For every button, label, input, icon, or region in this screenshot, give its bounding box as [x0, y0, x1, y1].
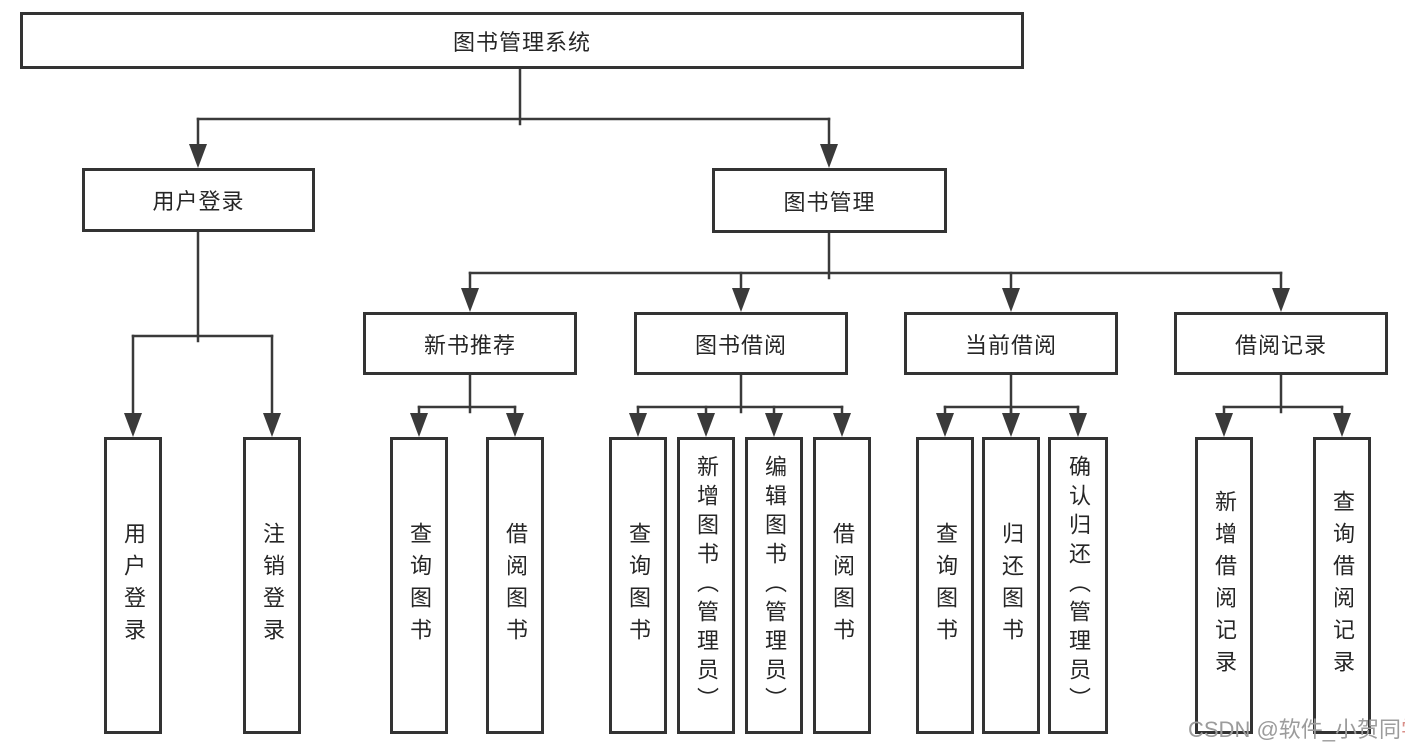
leaf-edit-books-admin: 编辑图书（管理员） [745, 437, 803, 734]
node-label: 当前借阅 [964, 332, 1057, 358]
node-label: 用户登录 [152, 189, 245, 214]
node-label: 图书管理 [783, 189, 876, 215]
watermark-text: CSDN @软件_小贺同 [1188, 717, 1402, 742]
leaf-query-borrow-record: 查询借阅记录 [1313, 437, 1371, 734]
node-label: 图书管理系统 [452, 29, 591, 55]
leaf-return-books: 归还图书 [982, 437, 1040, 734]
leaf-query-books-borrowing: 查询图书 [609, 437, 667, 734]
csdn-watermark: CSDN @软件_小贺同学 [1188, 712, 1405, 744]
node-user-login: 用户登录 [82, 168, 315, 232]
leaf-logout: 注销登录 [243, 437, 301, 734]
node-book-management: 图书管理 [712, 168, 947, 233]
leaf-confirm-return-admin: 确认归还（管理员） [1048, 437, 1108, 734]
node-label: 图书借阅 [694, 332, 787, 358]
node-borrowing-records: 借阅记录 [1174, 312, 1388, 375]
node-library-management-system: 图书管理系统 [20, 12, 1024, 69]
leaf-add-books-admin: 新增图书（管理员） [677, 437, 735, 734]
node-current-borrowing: 当前借阅 [904, 312, 1118, 375]
leaf-borrow-books-recommend: 借阅图书 [486, 437, 544, 734]
node-label: 借阅记录 [1234, 332, 1327, 358]
node-new-book-recommend: 新书推荐 [363, 312, 577, 375]
leaf-query-books-recommend: 查询图书 [390, 437, 448, 734]
node-label: 新书推荐 [423, 332, 516, 358]
node-book-borrowing: 图书借阅 [634, 312, 848, 375]
leaf-add-borrow-record: 新增借阅记录 [1195, 437, 1253, 734]
leaf-query-books-current: 查询图书 [916, 437, 974, 734]
leaf-borrow-books: 借阅图书 [813, 437, 871, 734]
leaf-user-login: 用户登录 [104, 437, 162, 734]
watermark-accent-text: 学 [1401, 717, 1405, 742]
